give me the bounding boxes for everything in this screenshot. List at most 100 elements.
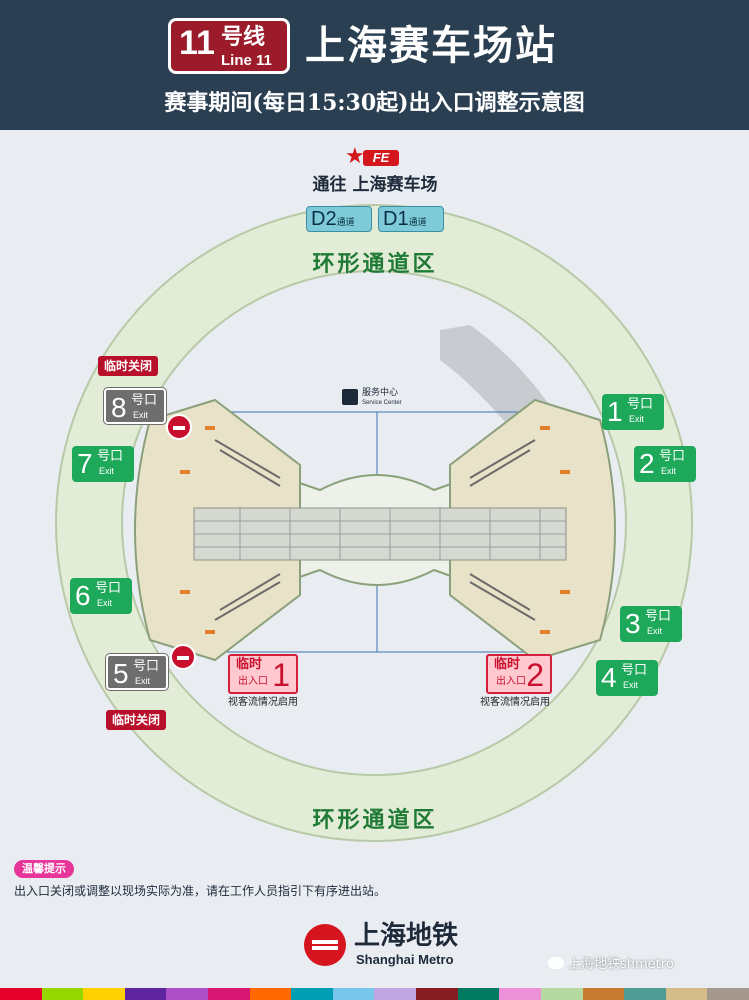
passage-d1: D1通道 [378, 206, 444, 232]
exit-8-number: 8 [111, 392, 127, 423]
fe-logo-text: FE [363, 150, 399, 166]
exit-1: 1 号口 Exit [602, 394, 664, 430]
temp-exit-1: 临时 出入口 1 [228, 654, 298, 694]
exit-2: 2 号口 Exit [634, 446, 696, 482]
color-swatch [457, 988, 500, 1000]
color-swatch [416, 988, 458, 1000]
color-swatch [41, 988, 84, 1000]
color-swatch [332, 988, 375, 1000]
logo-chinese: 上海地铁 [354, 921, 459, 951]
service-center-zh: 服务中心 [362, 388, 399, 398]
platform-tracks [194, 508, 566, 560]
line-badge: 11 号线 Line 11 [168, 18, 290, 74]
exit-2-number: 2 [639, 448, 655, 479]
exit-5-en: Exit [135, 676, 151, 686]
station-title: 上海赛车场站 [305, 22, 557, 69]
notice-text: 出入口关闭或调整以现场实际为准，请在工作人员指引下有序进出站。 [14, 884, 387, 898]
temp-exit-2-line1: 临时 [494, 657, 521, 672]
ring-label-top: 环形通道区 [312, 251, 438, 277]
station-map-graphic [55, 204, 693, 842]
temp-exit-1-line2: 出入口 [238, 676, 268, 687]
exit-5: 5 号口 Exit [106, 654, 168, 690]
exit-7-en: Exit [99, 466, 115, 476]
exit-4-en: Exit [623, 680, 639, 690]
color-swatch [707, 988, 749, 1000]
passage-d2: D2通道 [306, 206, 372, 232]
color-swatch [208, 988, 250, 1000]
exit-8: 8 号口 Exit [104, 388, 166, 424]
color-swatch [582, 988, 625, 1000]
closed-tag-exit-5: 临时关闭 [106, 710, 167, 730]
exit-7-number: 7 [77, 448, 93, 479]
header-banner: 11 号线 Line 11 上海赛车场站 赛事期间(每日15:30起)出入口调整… [0, 0, 749, 130]
star-icon: ★ [345, 144, 365, 169]
watermark-text: 上海地铁shmetro [568, 957, 674, 972]
color-swatch [291, 988, 333, 1000]
escalators [214, 439, 536, 621]
color-swatch [499, 988, 541, 1000]
exit-6-en: Exit [97, 598, 113, 608]
exit-3-en: Exit [647, 626, 663, 636]
exit-3: 3 号口 Exit [620, 606, 682, 642]
service-center-en: Service Center [362, 400, 402, 406]
exit-4-label: 号口 [621, 663, 648, 678]
color-swatch [374, 988, 417, 1000]
exit-7: 7 号口 Exit [72, 446, 134, 482]
exit-6-label: 号口 [95, 581, 122, 596]
service-center-icon [342, 389, 358, 405]
gate-markers [180, 426, 570, 634]
exit-1-en: Exit [629, 414, 645, 424]
exit-2-label: 号口 [659, 449, 686, 464]
exit-8-en: Exit [133, 410, 149, 420]
exit-2-en: Exit [661, 466, 677, 476]
page-subtitle: 赛事期间(每日15:30起)出入口调整示意图 [164, 90, 585, 116]
color-swatch [665, 988, 708, 1000]
temp-exit-1-number: 1 [272, 657, 290, 693]
temp-exit-1-note: 视客流情况启用 [228, 697, 298, 708]
passage-d2-code: D2 [311, 208, 337, 230]
color-swatch [624, 988, 666, 1000]
watermark: 上海地铁shmetro [548, 956, 674, 974]
exit-1-label: 号口 [627, 397, 654, 412]
temp-exit-1-line1: 临时 [236, 657, 263, 672]
exit-6: 6 号口 Exit [70, 578, 132, 614]
passage-d2-suffix: 通道 [336, 218, 355, 228]
exit-7-label: 号口 [97, 449, 124, 464]
formula-e-logo: ★ FE [345, 144, 407, 170]
temp-exit-2: 临时 出入口 2 [486, 654, 552, 694]
line-hao-label: 号线 [221, 25, 266, 50]
station-diagram: ★ FE 通往 上海赛车场 D2通道 D1通道 环形通道区 环形通道区 服务中心… [0, 130, 749, 850]
exit-5-number: 5 [113, 658, 129, 689]
color-swatch [83, 988, 125, 1000]
exit-5-label: 号口 [133, 659, 160, 674]
shanghai-metro-logo-icon [304, 924, 346, 966]
color-swatch [124, 988, 167, 1000]
color-swatch [0, 988, 42, 1000]
to-venue-label: 通往 上海赛车场 [312, 175, 438, 195]
closed-tag-exit-8: 临时关闭 [98, 356, 159, 376]
exit-6-number: 6 [75, 580, 91, 611]
temp-exit-2-line2: 出入口 [496, 676, 526, 687]
exit-3-number: 3 [625, 608, 641, 639]
color-swatch [540, 988, 583, 1000]
exit-3-label: 号口 [645, 609, 672, 624]
color-swatch [166, 988, 209, 1000]
passage-d1-suffix: 通道 [408, 218, 427, 228]
color-swatch [249, 988, 292, 1000]
temp-exit-2-number: 2 [526, 657, 544, 693]
service-center: 服务中心 Service Center [342, 388, 452, 410]
no-entry-icon [166, 414, 192, 440]
exit-4-number: 4 [601, 662, 617, 693]
exit-1-number: 1 [607, 396, 623, 427]
notice-badge: 温馨提示 [14, 860, 74, 878]
exit-4: 4 号口 Exit [596, 660, 658, 696]
line-number: 11 [179, 24, 215, 62]
no-entry-icon [170, 644, 196, 670]
passage-d1-code: D1 [383, 208, 409, 230]
line-english-label: Line 11 [221, 52, 272, 69]
wechat-icon [548, 957, 564, 969]
temp-exit-2-note: 视客流情况启用 [480, 697, 550, 708]
footer-color-bar [0, 988, 749, 1000]
logo-english: Shanghai Metro [356, 952, 454, 967]
exit-8-label: 号口 [131, 393, 158, 408]
